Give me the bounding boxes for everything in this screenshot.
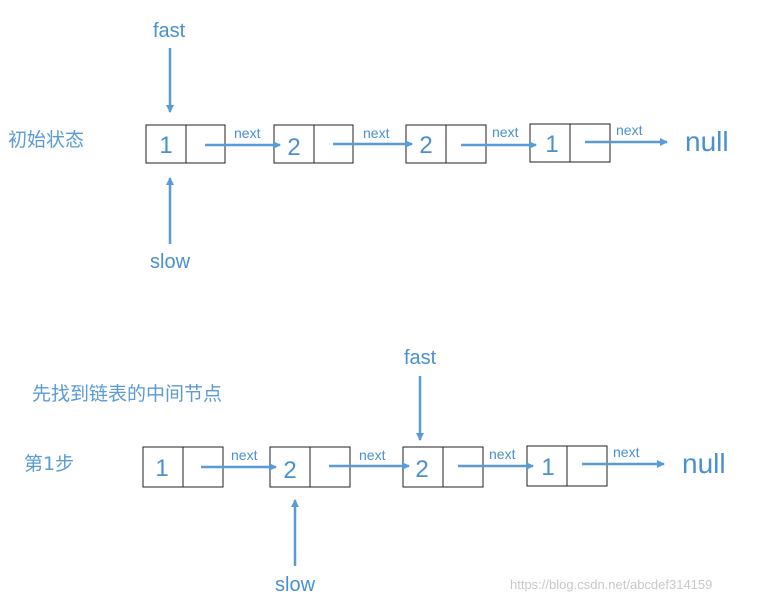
step-label: 第1步 <box>24 453 74 475</box>
node-value: 1 <box>541 454 554 481</box>
next-label: next <box>492 124 519 140</box>
list-node: 2 <box>269 446 351 488</box>
node-value-cell <box>142 446 184 488</box>
node-value: 2 <box>283 457 296 484</box>
next-label: next <box>616 122 643 138</box>
slow-pointer-label: slow <box>275 574 316 596</box>
list-node: 2 <box>405 124 487 164</box>
node-next-cell <box>566 445 608 487</box>
caption-find-middle: 先找到链表的中间节点 <box>32 383 222 405</box>
next-label: next <box>613 444 640 460</box>
next-label: next <box>231 447 258 463</box>
null-terminal: null <box>682 448 726 479</box>
next-label: next <box>359 447 386 463</box>
null-terminal: null <box>685 126 729 157</box>
next-label: next <box>363 125 390 141</box>
node-value: 2 <box>415 456 428 483</box>
list-node: 1 <box>526 445 608 487</box>
fast-pointer-label: fast <box>153 20 186 42</box>
slow-pointer-label: slow <box>150 251 191 273</box>
node-value: 1 <box>545 131 558 158</box>
node-value: 2 <box>287 134 300 161</box>
node-value: 1 <box>159 132 172 159</box>
diagram-initial-state: 初始状态 fast 1 2 2 1 next next <box>8 20 729 273</box>
node-value: 2 <box>419 132 432 159</box>
next-label: next <box>489 446 516 462</box>
node-value: 1 <box>155 455 168 482</box>
fast-pointer-label: fast <box>404 347 437 369</box>
caption-initial-state: 初始状态 <box>8 129 84 151</box>
list-node: 1 <box>145 124 226 164</box>
watermark-text: https://blog.csdn.net/abcdef314159 <box>510 577 712 592</box>
next-label: next <box>234 125 261 141</box>
diagram-step-1: 先找到链表的中间节点 第1步 fast 1 2 2 1 next <box>24 347 726 596</box>
